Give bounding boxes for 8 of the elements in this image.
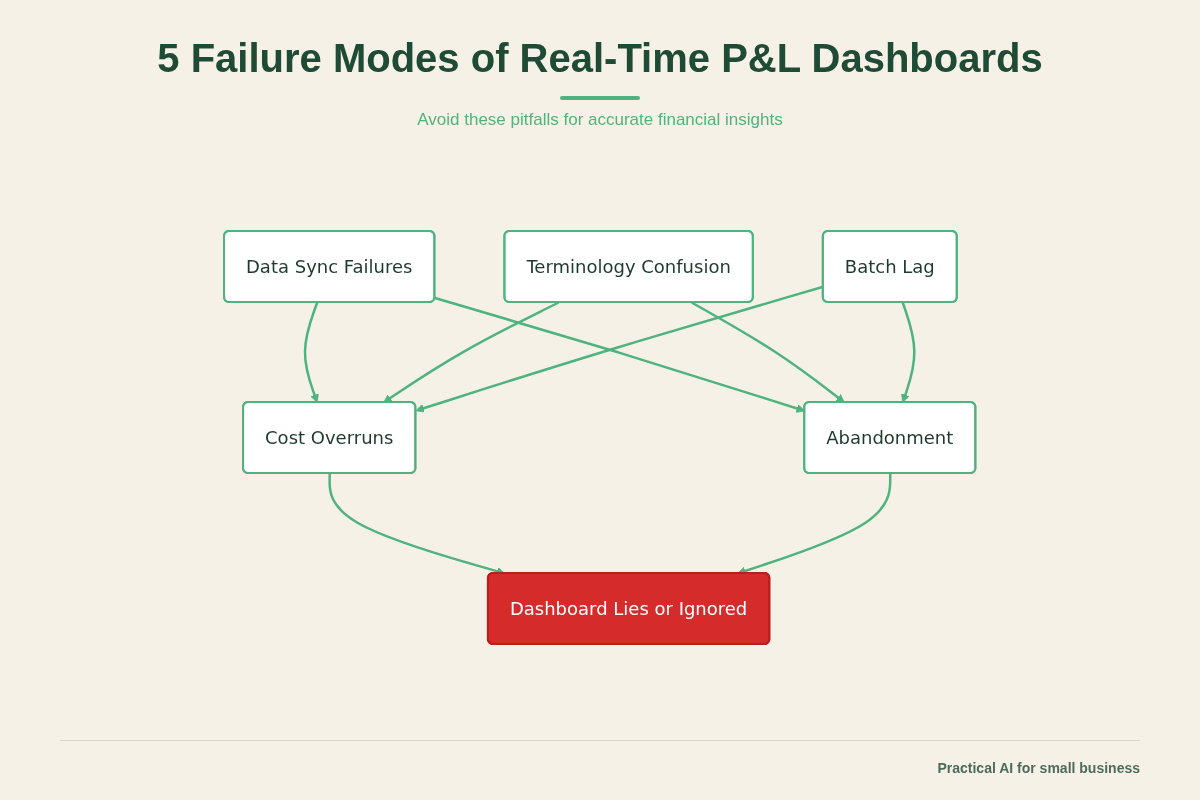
- title: 5 Failure Modes of Real-Time P&L Dashboards: [156, 36, 1044, 81]
- tagline: Practical AI for small business: [937, 760, 1140, 776]
- subtitle: Avoid these pitfalls for accurate financial insights: [416, 110, 784, 130]
- arrow: [901, 302, 916, 403]
- arrow: [691, 301, 846, 403]
- arrow: [415, 285, 824, 413]
- arrow: [304, 302, 320, 403]
- arrow: [383, 301, 560, 403]
